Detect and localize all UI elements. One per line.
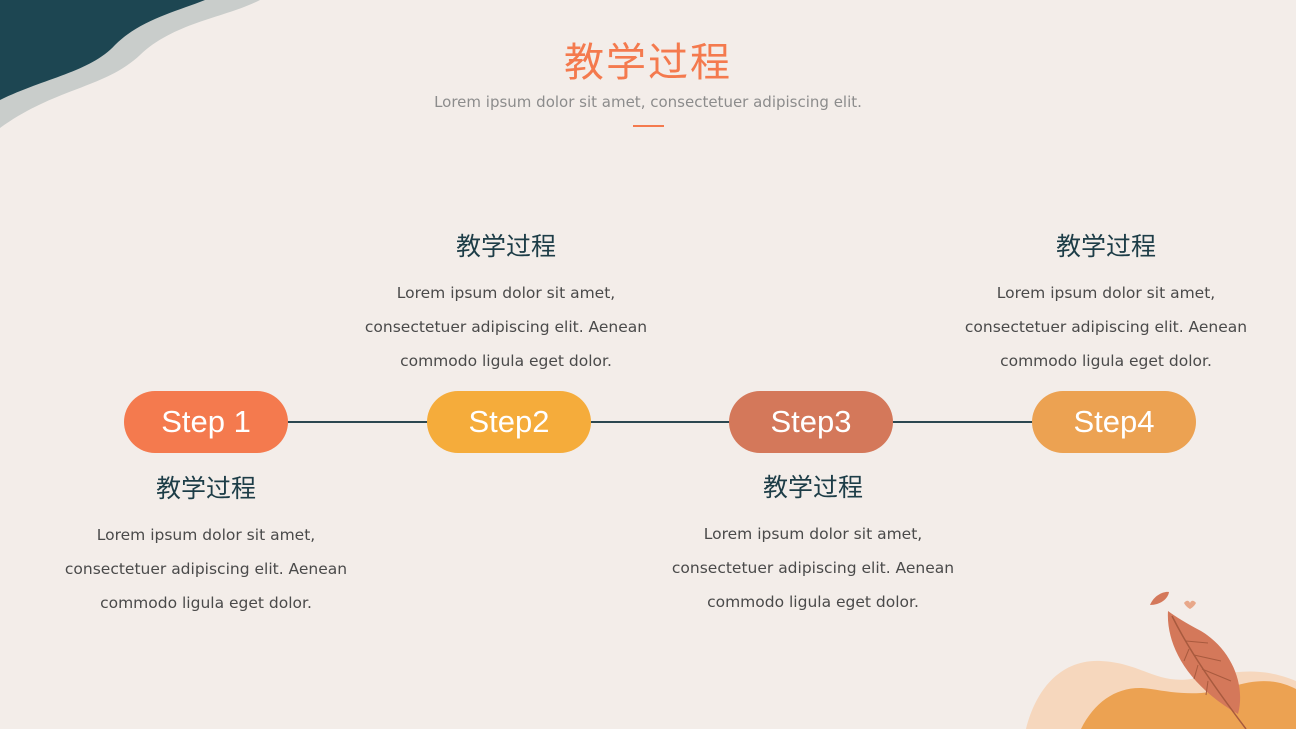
- step-4-desc-line: Lorem ipsum dolor sit amet,: [996, 284, 1216, 302]
- top-left-wave-decoration: [0, 0, 260, 128]
- step-2-description: Lorem ipsum dolor sit amet, consectetuer…: [356, 276, 656, 378]
- page-subtitle: Lorem ipsum dolor sit amet, consectetuer…: [434, 93, 862, 111]
- page-title: 教学过程: [564, 40, 732, 86]
- step-1-description: Lorem ipsum dolor sit amet, consectetuer…: [56, 518, 356, 620]
- step-2-pill[interactable]: Step2: [427, 391, 591, 453]
- step-2-desc-line: Lorem ipsum dolor sit amet,: [396, 284, 616, 302]
- step-2-title: 教学过程: [455, 232, 556, 261]
- step-4-desc-line: commodo ligula eget dolor.: [1000, 352, 1212, 370]
- timeline-line: [200, 421, 1120, 423]
- step-2-content: 教学过程 Lorem ipsum dolor sit amet, consect…: [356, 230, 656, 378]
- step-1-desc-line: consectetuer adipiscing elit. Aenean: [64, 560, 348, 578]
- step-4-content: 教学过程 Lorem ipsum dolor sit amet, consect…: [956, 230, 1256, 378]
- step-1-pill[interactable]: Step 1: [124, 391, 288, 453]
- step-1-title: 教学过程: [155, 474, 256, 503]
- step-4-pill[interactable]: Step4: [1032, 391, 1196, 453]
- step-1-content: 教学过程 Lorem ipsum dolor sit amet, consect…: [56, 472, 356, 620]
- title-underline: [633, 125, 664, 127]
- step-2-desc-line: consectetuer adipiscing elit. Aenean: [364, 318, 648, 336]
- step-2-desc-line: commodo ligula eget dolor.: [400, 352, 612, 370]
- step-3-desc-line: Lorem ipsum dolor sit amet,: [703, 525, 923, 543]
- bottom-right-leaf-decoration: [1026, 591, 1296, 729]
- step-3-content: 教学过程 Lorem ipsum dolor sit amet, consect…: [663, 471, 963, 619]
- step-4-description: Lorem ipsum dolor sit amet, consectetuer…: [956, 276, 1256, 378]
- step-1-desc-line: commodo ligula eget dolor.: [100, 594, 312, 612]
- step-3-description: Lorem ipsum dolor sit amet, consectetuer…: [663, 517, 963, 619]
- step-3-pill[interactable]: Step3: [729, 391, 893, 453]
- step-4-title: 教学过程: [1055, 232, 1156, 261]
- step-1-desc-line: Lorem ipsum dolor sit amet,: [96, 526, 316, 544]
- step-4-desc-line: consectetuer adipiscing elit. Aenean: [964, 318, 1248, 336]
- step-3-desc-line: consectetuer adipiscing elit. Aenean: [671, 559, 955, 577]
- step-3-title: 教学过程: [762, 473, 863, 502]
- step-3-desc-line: commodo ligula eget dolor.: [707, 593, 919, 611]
